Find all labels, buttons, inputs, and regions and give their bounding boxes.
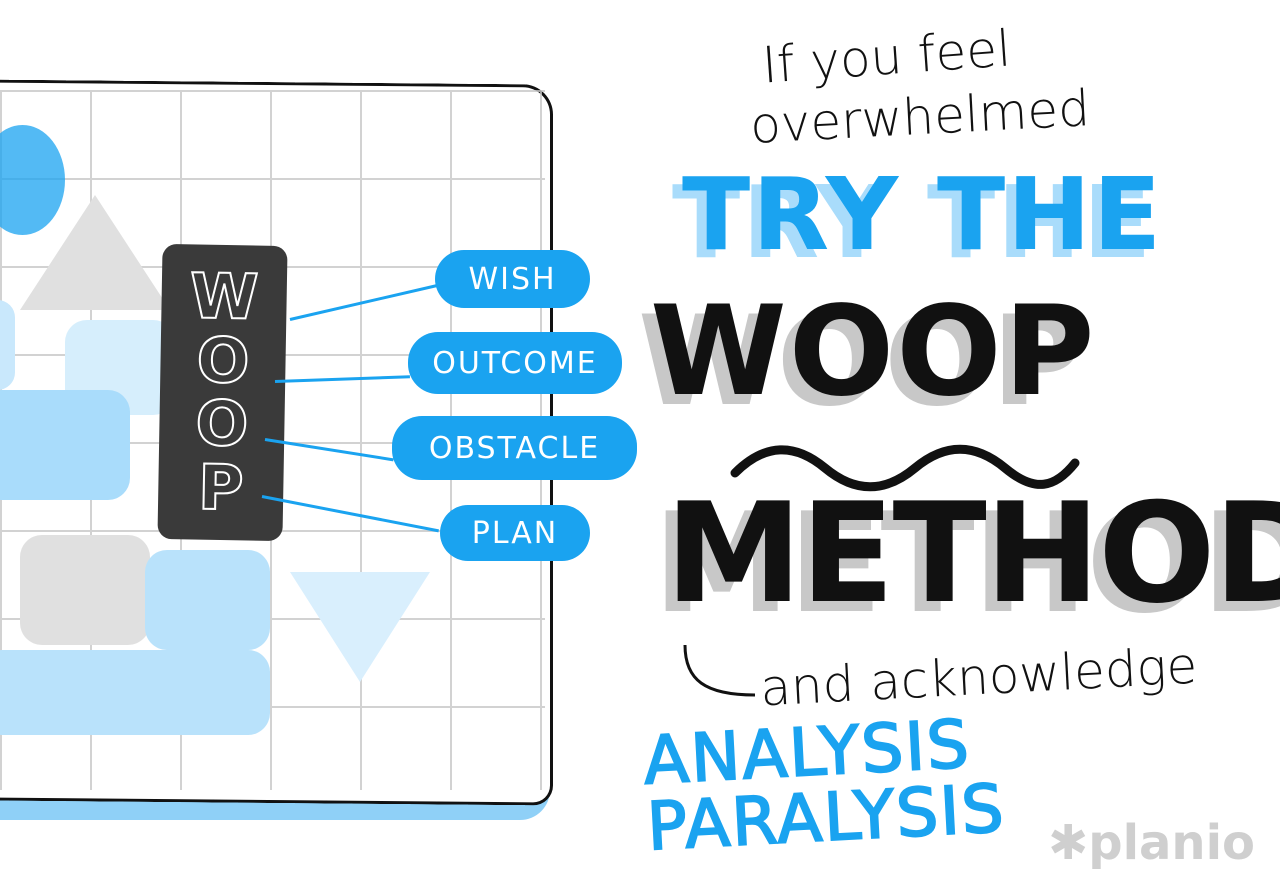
woop-letter-w: W [188, 258, 260, 334]
headline-method: METHOD [665, 473, 1280, 634]
label-wish: WISH [435, 250, 590, 308]
triangle-shape [20, 195, 170, 310]
label-obstacle: OBSTACLE [392, 416, 637, 480]
woop-letter-p: P [196, 450, 245, 526]
blue-rect-shape [0, 390, 130, 500]
planio-logo: ✱planio [1048, 815, 1255, 871]
label-outcome: OUTCOME [408, 332, 622, 394]
blue-bar-shape [0, 650, 270, 735]
logo-text: planio [1088, 815, 1256, 871]
hook-arrow [683, 644, 756, 697]
asterisk-icon: ✱ [1048, 815, 1089, 871]
woop-letter-o: O [194, 386, 250, 462]
grey-square-shape [20, 535, 150, 645]
blue-rect-shape [0, 300, 15, 390]
wavy-underline [730, 444, 1080, 492]
intro-line-1: If you feel [760, 19, 1013, 95]
triangle-down-shape [290, 572, 430, 682]
blue-square-shape [145, 550, 270, 650]
woop-letter-o: O [195, 322, 251, 398]
label-plan: PLAN [440, 505, 590, 561]
headline-try-the: TRY THE [682, 156, 1164, 273]
headline-woop: WOOP [650, 280, 1097, 424]
